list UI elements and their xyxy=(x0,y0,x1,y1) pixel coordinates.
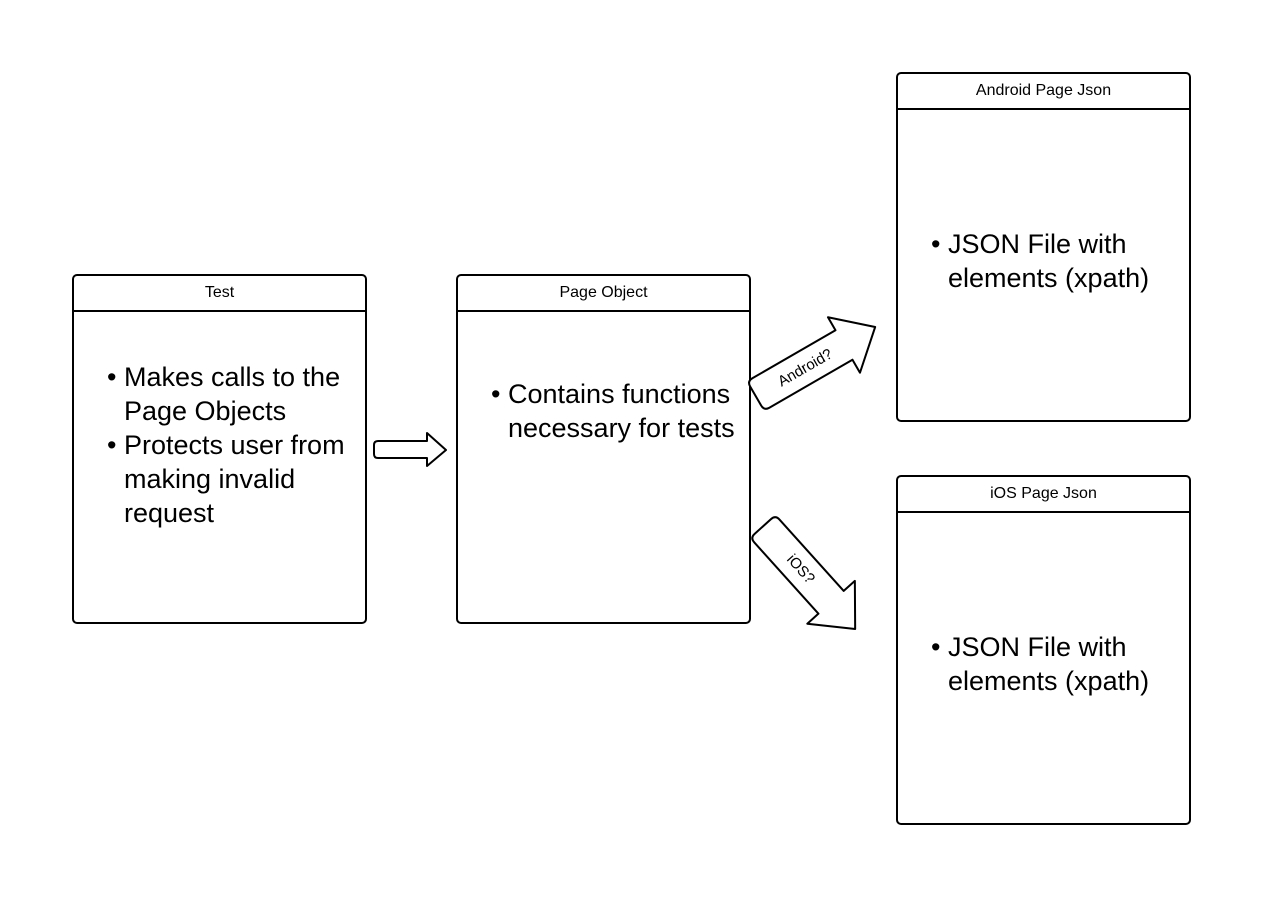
android-page-json-box: Android Page Json JSON File with element… xyxy=(896,72,1191,422)
page-object-box-title: Page Object xyxy=(458,276,749,312)
page-object-box: Page Object Contains functions necessary… xyxy=(456,274,751,624)
android-box-bullets: JSON File with elements (xpath) xyxy=(931,227,1181,295)
test-to-page-object-arrow xyxy=(373,432,447,467)
ios-bullet-1: JSON File with elements (xpath) xyxy=(931,630,1181,698)
test-box-bullets: Makes calls to the Page Objects Protects… xyxy=(107,360,357,530)
test-box: Test Makes calls to the Page Objects Pro… xyxy=(72,274,367,624)
page-object-bullet-1: Contains functions necessary for tests xyxy=(491,377,741,445)
page-object-box-bullets: Contains functions necessary for tests xyxy=(491,377,741,445)
ios-arrow: iOS? xyxy=(751,516,857,631)
ios-page-json-box: iOS Page Json JSON File with elements (x… xyxy=(896,475,1191,825)
test-box-title: Test xyxy=(74,276,365,312)
ios-box-title: iOS Page Json xyxy=(898,477,1189,513)
android-box-title: Android Page Json xyxy=(898,74,1189,110)
test-bullet-2: Protects user from making invalid reques… xyxy=(107,428,357,530)
android-bullet-1: JSON File with elements (xpath) xyxy=(931,227,1181,295)
android-arrow: Android? xyxy=(748,316,877,410)
test-bullet-1: Makes calls to the Page Objects xyxy=(107,360,357,428)
ios-box-bullets: JSON File with elements (xpath) xyxy=(931,630,1181,698)
